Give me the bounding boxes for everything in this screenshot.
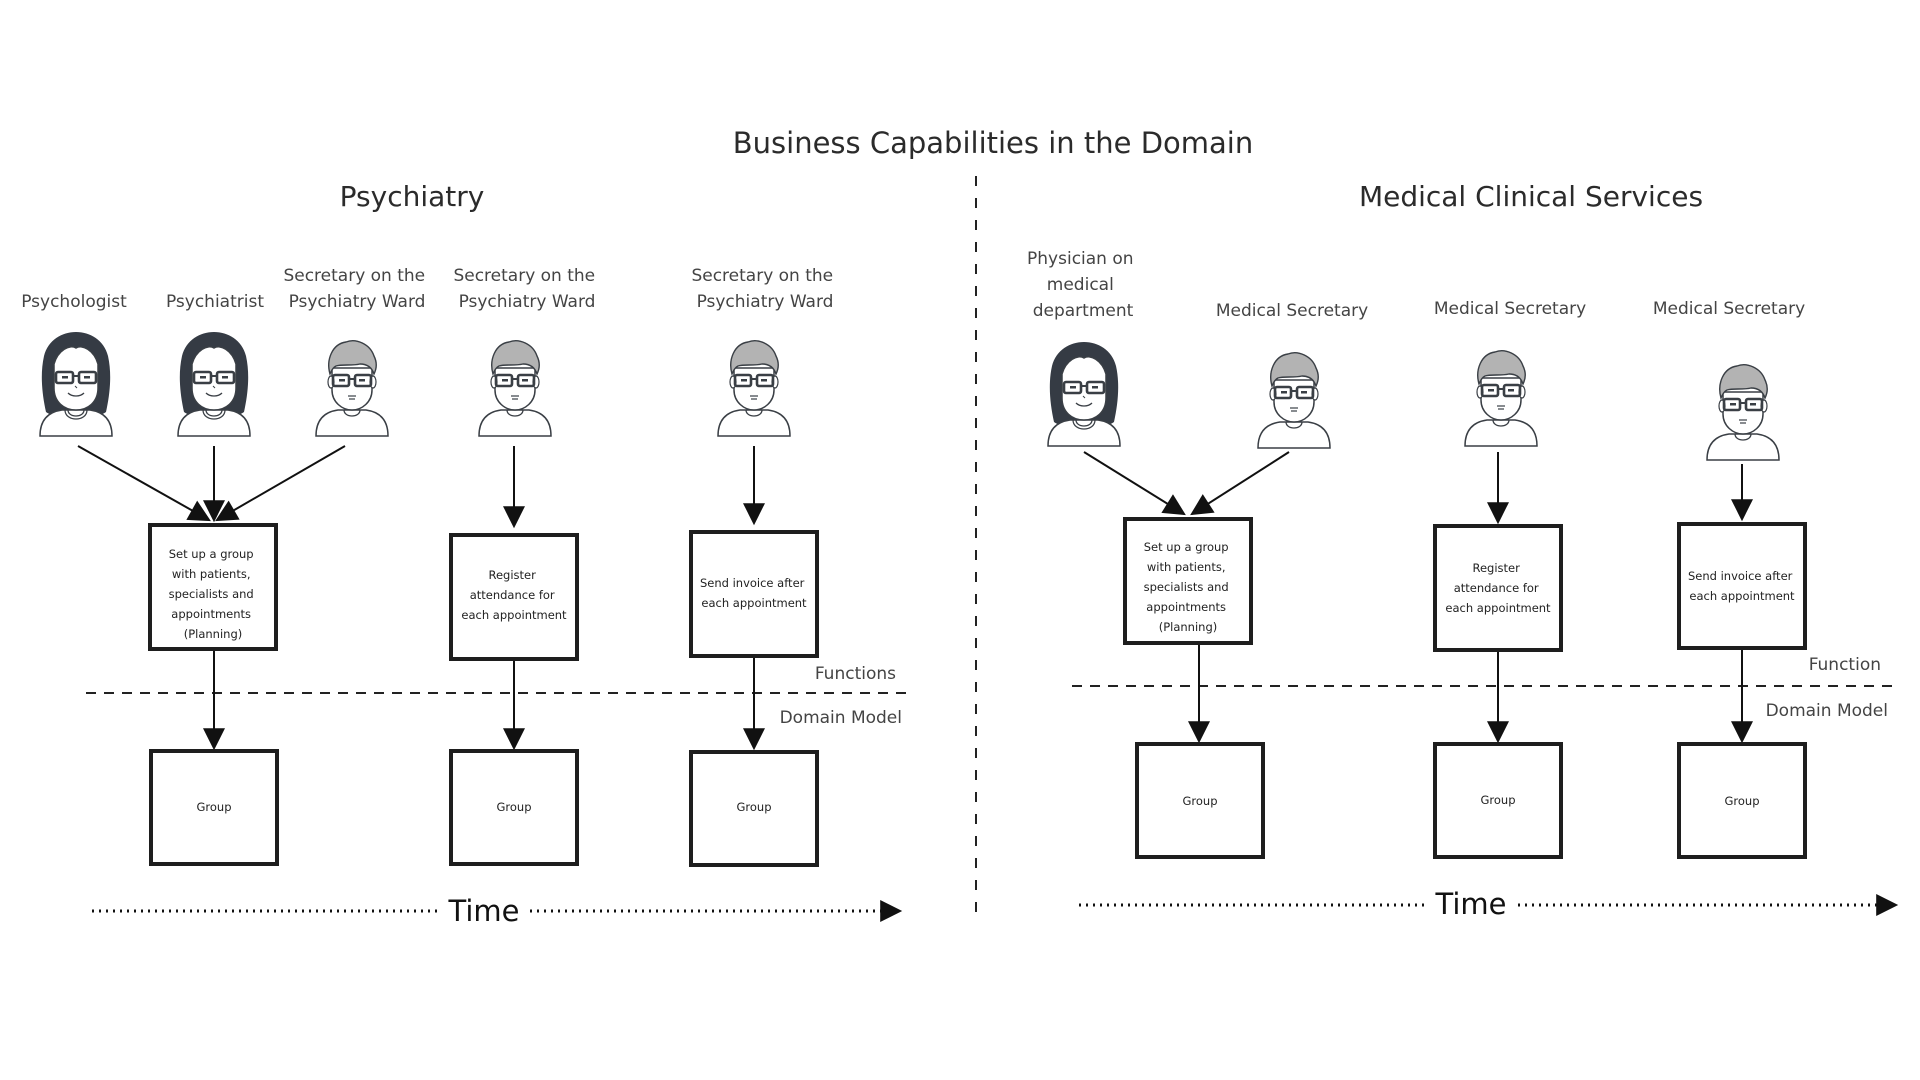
domain-model-box-group: Group [449,749,579,866]
function-box-send-invoice: Send invoice after each appointment [1677,522,1807,650]
section-title: Psychiatry [340,180,485,213]
box-line: specialists and [169,587,254,601]
actor-label-secretary-3: Secretary on the Psychiatry Ward [691,266,838,312]
label-line: medical [1047,275,1114,295]
domain-model-label: Group [1182,794,1217,808]
box-line: with patients, [172,567,251,581]
box-line: Send invoice after [1688,569,1793,583]
actor-label-secretary-1: Secretary on the Psychiatry Ward [283,266,430,312]
time-label: Time [448,894,520,928]
svg-text:Register attendance fo: Register attendance for each appointment [461,568,567,622]
box-line: Register [488,568,536,582]
domain-model-box-group: Group [689,750,819,867]
label-line: Physician on [1027,249,1134,269]
label-line: Medical Secretary [1653,299,1805,319]
domain-model-label: Group [736,800,771,814]
arrow-medical-secretary-to-planning [1190,451,1290,516]
box-line: appointments [1146,600,1226,614]
diagram-title: Business Capabilities in the Domain [733,126,1253,160]
box-line: each appointment [461,608,567,622]
box-line: attendance for [470,588,555,602]
actor-label-medical-secretary-1: Medical Secretary [1216,301,1368,321]
box-line: each appointment [701,596,807,610]
section-title: Medical Clinical Services [1359,180,1703,213]
function-box-register-attendance: Register attendance for each appointment [449,533,579,661]
box-line: Register [1472,561,1520,575]
box-line: Send invoice after [700,576,805,590]
avatar-physician-icon [1046,340,1122,448]
domain-model-box-group: Group [1135,742,1265,859]
box-line: Set up a group [1144,540,1229,554]
svg-text:Register attendance fo: Register attendance for each appointment [1445,561,1551,615]
avatar-medical-secretary-icon [1256,351,1332,450]
label-line: Psychiatrist [166,292,264,312]
label-line: Medical Secretary [1216,301,1368,321]
label-line: Psychiatry Ward [459,292,596,312]
label-line: department [1033,301,1134,321]
label-line: Medical Secretary [1434,299,1586,319]
domain-model-label: Group [1724,794,1759,808]
svg-text:Set up a group with pa: Set up a group with patients, specialist… [1144,540,1233,634]
label-line: Secretary on the [691,266,833,286]
label-line: Secretary on the [283,266,425,286]
label-line: Psychologist [21,292,127,312]
avatar-secretary-icon [716,339,792,438]
layer-label-domain-model: Domain Model [780,708,902,728]
arrow-physician-to-planning [1083,451,1186,516]
box-line: specialists and [1144,580,1229,594]
actor-label-physician: Physician on medical department [1027,249,1139,321]
layer-label-domain-model: Domain Model [1766,701,1888,721]
actor-label-medical-secretary-3: Medical Secretary [1653,299,1805,319]
actor-label-secretary-2: Secretary on the Psychiatry Ward [453,266,600,312]
box-line: (Planning) [184,627,243,641]
avatar-secretary-icon [477,339,553,438]
box-line: with patients, [1147,560,1226,574]
box-line: Set up a group [169,547,254,561]
svg-text:Send invoice after eac: Send invoice after each appointment [1688,569,1796,603]
avatar-medical-secretary-icon [1705,363,1781,462]
actor-label-psychiatrist: Psychiatrist [166,292,264,312]
function-box-planning: Set up a group with patients, specialist… [148,523,278,651]
avatar-psychologist-icon [38,330,114,438]
layer-label-functions: Functions [815,664,896,684]
avatar-secretary-icon [314,339,390,438]
label-line: Psychiatry Ward [289,292,426,312]
domain-model-box-group: Group [1433,742,1563,859]
arrow-psychologist-to-planning [77,445,211,522]
box-line: attendance for [1454,581,1539,595]
domain-model-box-group: Group [149,749,279,866]
box-line: each appointment [1445,601,1551,615]
label-line: Secretary on the [453,266,595,286]
domain-model-label: Group [196,800,231,814]
function-box-register-attendance: Register attendance for each appointment [1433,524,1563,652]
time-label: Time [1435,887,1507,921]
layer-label-function: Function [1809,655,1881,675]
box-line: each appointment [1689,589,1795,603]
actor-label-medical-secretary-2: Medical Secretary [1434,299,1586,319]
section-psychiatry: Psychiatry Psychologist Psychiatrist Sec… [21,180,910,928]
box-line: (Planning) [1159,620,1218,634]
avatar-psychiatrist-icon [176,330,252,438]
svg-text:Set up a group with pa: Set up a group with patients, specialist… [169,547,258,641]
arrow-secretary-to-planning [215,445,346,522]
avatar-medical-secretary-icon [1463,349,1539,448]
actor-label-psychologist: Psychologist [21,292,127,312]
domain-model-label: Group [1480,793,1515,807]
svg-text:Send invoice after eac: Send invoice after each appointment [700,576,808,610]
function-box-planning: Set up a group with patients, specialist… [1123,517,1253,645]
domain-model-label: Group [496,800,531,814]
label-line: Psychiatry Ward [697,292,834,312]
box-line: appointments [171,607,251,621]
function-box-send-invoice: Send invoice after each appointment [689,530,819,658]
domain-model-box-group: Group [1677,742,1807,859]
section-medical-clinical-services: Medical Clinical Services Physician on m… [1027,180,1899,921]
